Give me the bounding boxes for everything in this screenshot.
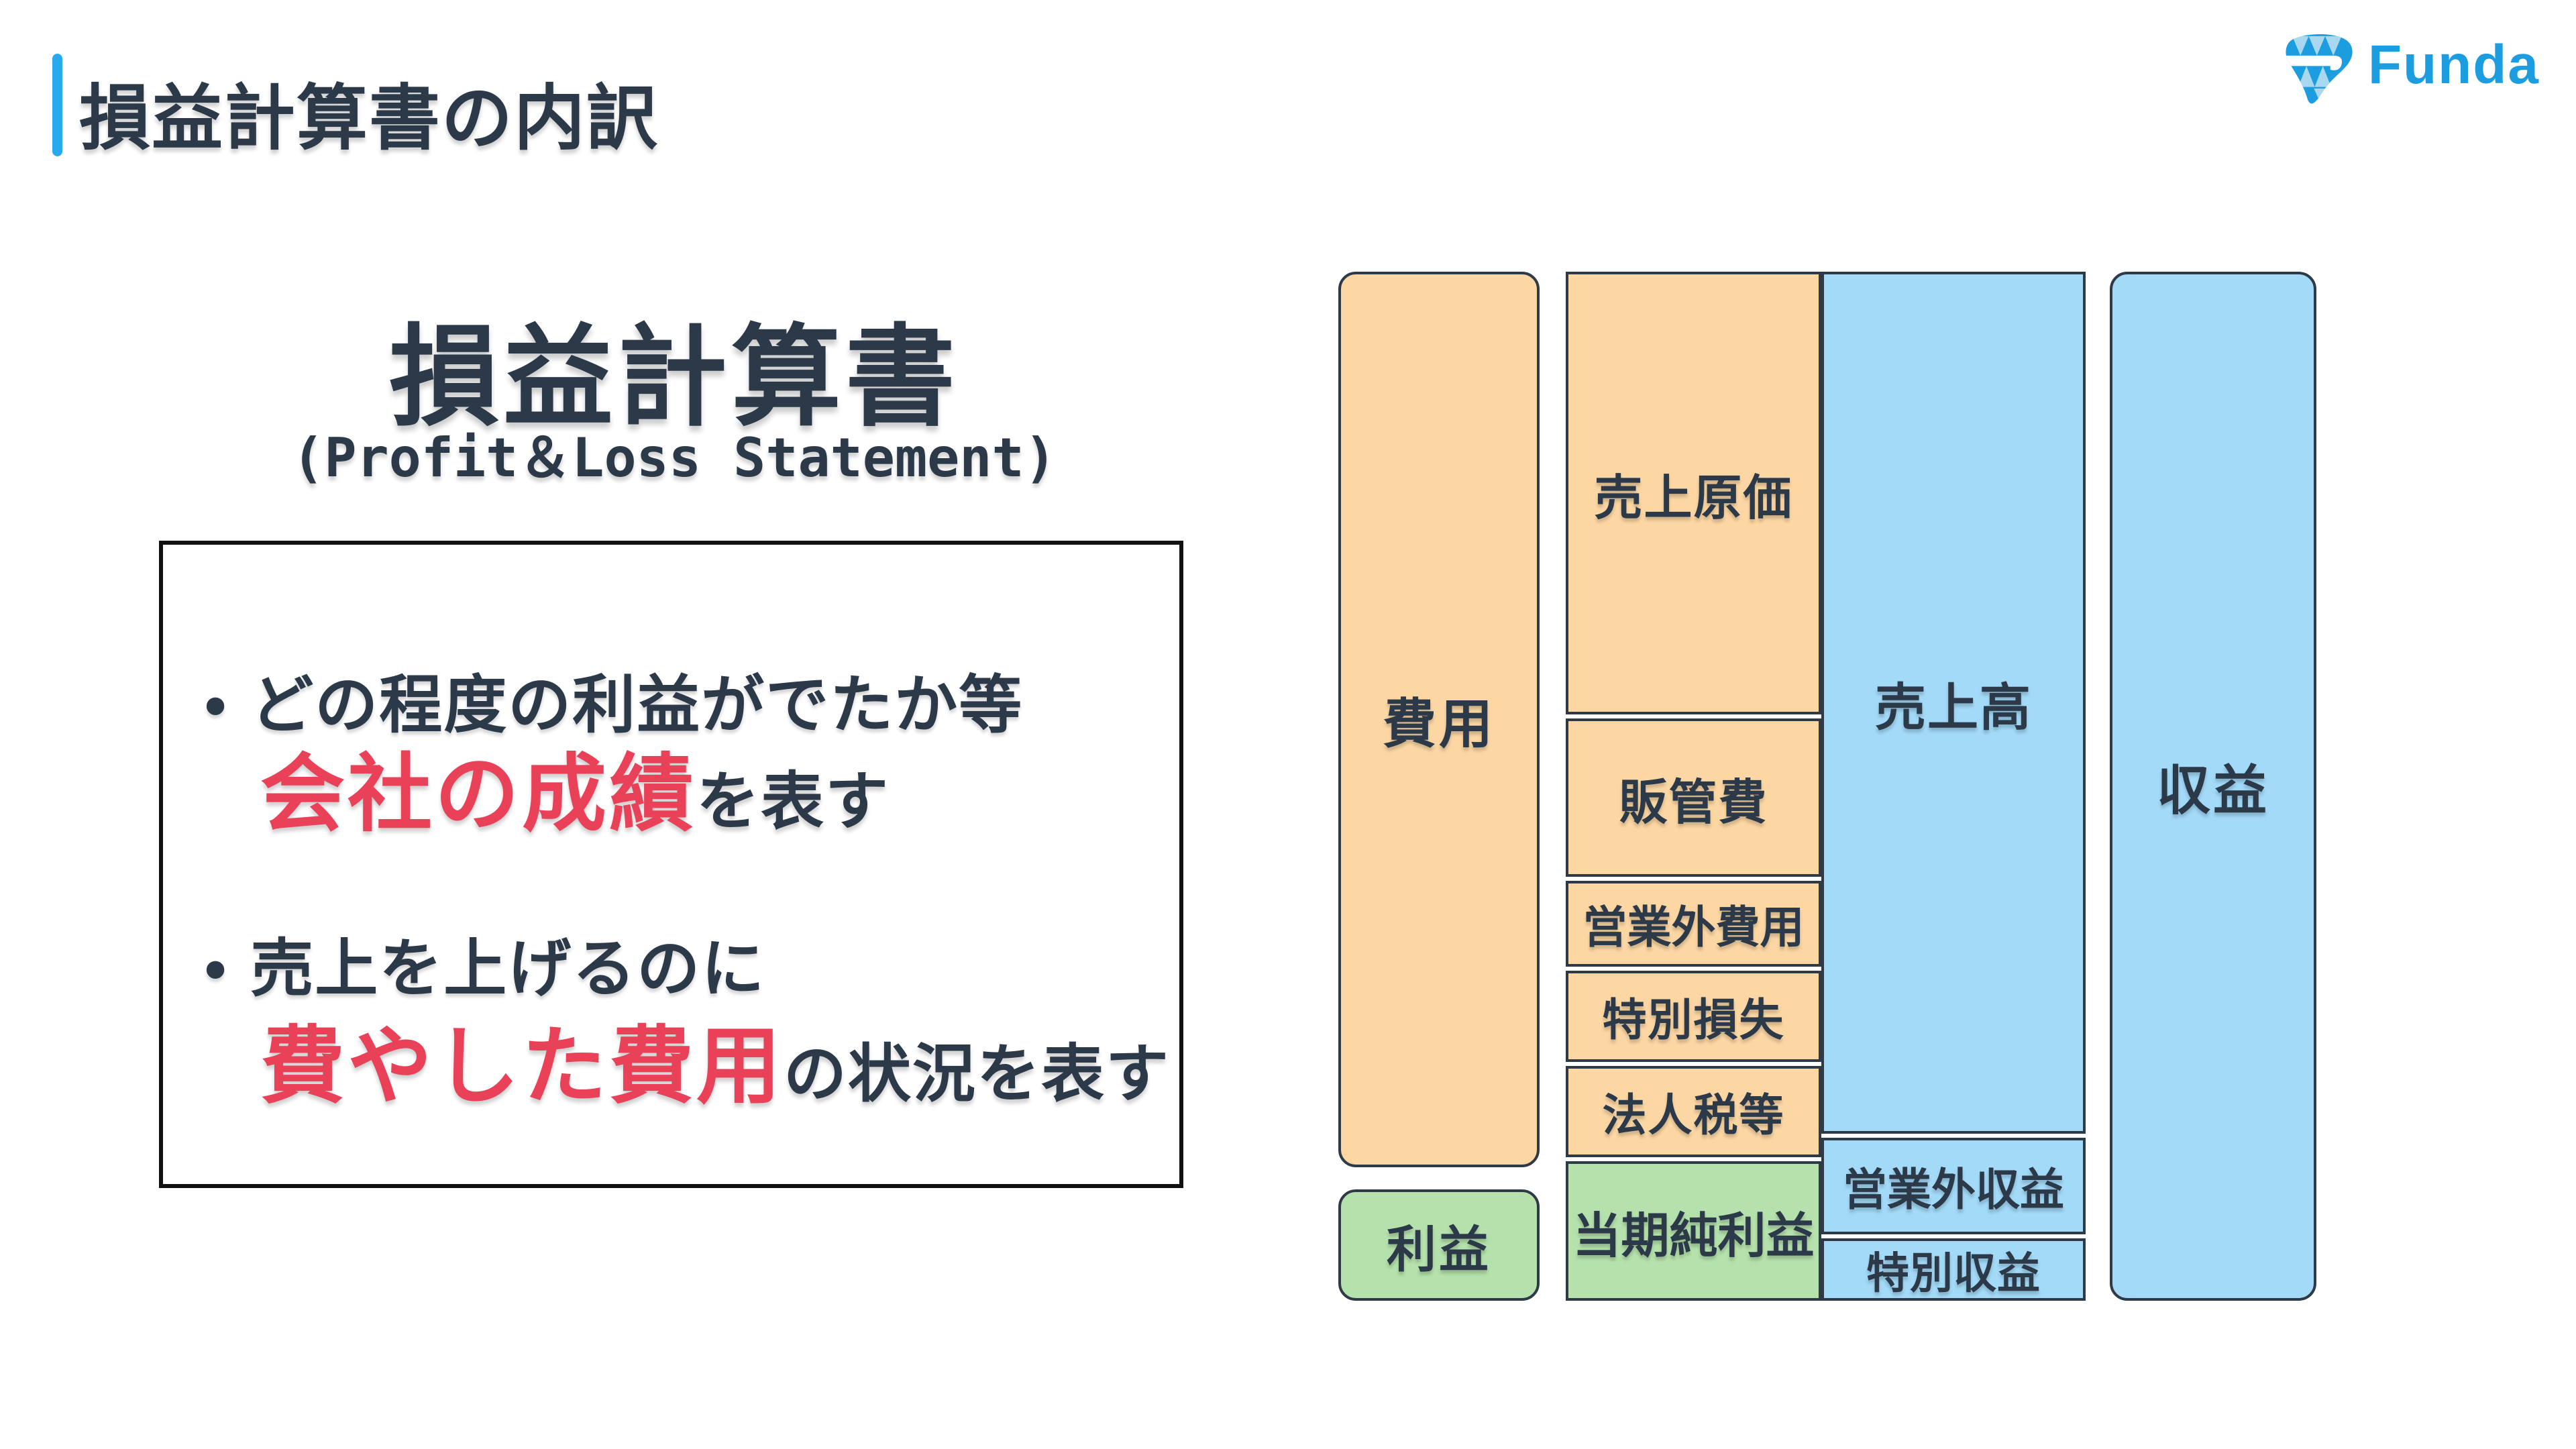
section-extraordinary-income: 特別収益 (1821, 1238, 2086, 1301)
bullet-2-highlight-line: 費やした費用 の状況を表す (260, 998, 1170, 1120)
statement-subtitle-english: (Profit＆Loss Statement) (292, 427, 1057, 489)
profit-box: 利益 (1338, 1189, 1540, 1301)
header-accent-bar (52, 54, 62, 156)
funda-logo: Funda (2281, 30, 2540, 109)
funda-logo-icon (2286, 34, 2353, 104)
bullet-1-highlight-line: 会社の成績 を表す (260, 726, 890, 848)
section-sga-expenses: 販管費 (1566, 718, 1821, 877)
bullet-2-lead-line: • 売上を上げるのに (205, 918, 765, 1009)
section-sales: 売上高 (1821, 272, 2086, 1134)
funda-logo-text: Funda (2368, 34, 2540, 95)
section-extraordinary-losses: 特別損失 (1566, 971, 1821, 1062)
section-non-operating-income: 営業外収益 (1821, 1138, 2086, 1234)
expense-column: 費用 (1338, 272, 1540, 1167)
cost-breakdown-column: 売上原価 販管費 営業外費用 特別損失 法人税等 当期純利益 (1566, 272, 1821, 1301)
section-cost-of-sales: 売上原価 (1566, 272, 1821, 714)
section-net-income: 当期純利益 (1566, 1161, 1821, 1301)
bullet-dot-icon: • (205, 935, 227, 1004)
section-income-taxes: 法人税等 (1566, 1066, 1821, 1157)
section-non-operating-expenses: 営業外費用 (1566, 881, 1821, 967)
bullet-1-lead-text: どの程度の利益がでたか等 (250, 669, 1024, 740)
bullet-1-tail-text: を表す (696, 766, 890, 837)
page-title: 損益計算書の内訳 (79, 79, 659, 158)
statement-title: 損益計算書 (388, 316, 959, 439)
bullet-2-highlight-text: 費やした費用 (260, 1019, 784, 1114)
revenue-column: 収益 (2110, 272, 2316, 1301)
bullet-1-highlight-text: 会社の成績 (260, 747, 696, 841)
bullet-1-lead-line: • どの程度の利益がでたか等 (205, 654, 1023, 745)
bullet-2-lead-text: 売上を上げるのに (250, 933, 766, 1004)
description-box (159, 541, 1183, 1188)
bullet-dot-icon: • (205, 672, 227, 740)
bullet-2-tail-text: の状況を表す (784, 1038, 1171, 1109)
revenue-breakdown-column: 売上高 営業外収益 特別収益 (1821, 272, 2086, 1301)
